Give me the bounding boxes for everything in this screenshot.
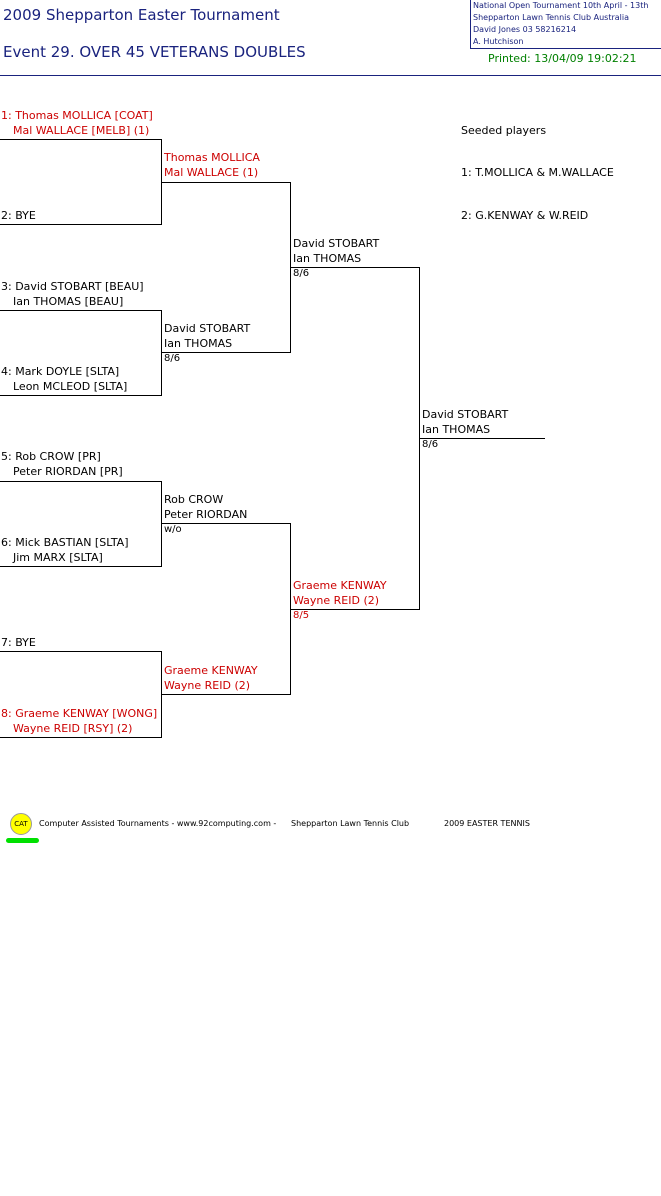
printed-timestamp: Printed: 13/04/09 19:02:21 <box>488 52 637 65</box>
bracket-line <box>0 566 161 567</box>
r2-entry-3-line2: Peter RIORDAN <box>164 508 248 521</box>
r1-entry-5-line2: Peter RIORDAN [PR] <box>13 465 123 478</box>
sf-score-1: 8/6 <box>293 268 310 279</box>
r2-entry-1-line2: Mal WALLACE (1) <box>164 166 259 179</box>
final-line2: Ian THOMAS <box>422 423 491 436</box>
r1-entry-6-line1: 6: Mick BASTIAN [SLTA] <box>1 536 129 549</box>
sf-entry-2-line1: Graeme KENWAY <box>293 579 387 592</box>
r1-entry-1-line2: Mal WALLACE [MELB] (1) <box>13 124 150 137</box>
r1-entry-8-line1: 8: Graeme KENWAY [WONG] <box>1 707 158 720</box>
bracket-line <box>0 224 161 225</box>
r1-entry-7-line1: 7: BYE <box>1 636 36 649</box>
r1-entry-1-line1: 1: Thomas MOLLICA [COAT] <box>1 109 153 122</box>
info-box: National Open Tournament 10th April - 13… <box>470 0 661 49</box>
event-title: Event 29. OVER 45 VETERANS DOUBLES <box>3 43 306 61</box>
bracket-line <box>0 481 161 482</box>
footer-club: Shepparton Lawn Tennis Club <box>291 819 410 828</box>
bracket-line <box>161 182 290 183</box>
r1-entry-4-line1: 4: Mark DOYLE [SLTA] <box>1 365 120 378</box>
header-divider <box>0 75 661 76</box>
sf-score-2: 8/5 <box>293 610 310 621</box>
bracket-line <box>161 352 290 353</box>
r1-entry-3-line2: Ian THOMAS [BEAU] <box>13 295 124 308</box>
bracket-line <box>0 651 161 652</box>
bracket-line <box>290 609 419 610</box>
footer-event: 2009 EASTER TENNIS <box>444 819 530 828</box>
footer-credit: Computer Assisted Tournaments - www.92co… <box>39 819 277 828</box>
bracket-line <box>0 139 161 140</box>
r2-entry-4-line1: Graeme KENWAY <box>164 664 258 677</box>
r1-entry-2-line1: 2: BYE <box>1 209 36 222</box>
seed-item: 2: G.KENWAY & W.REID <box>461 209 589 222</box>
r1-entry-4-line2: Leon MCLEOD [SLTA] <box>13 380 128 393</box>
info-line: David Jones 03 58216214 <box>473 25 577 34</box>
bracket-line <box>0 310 161 311</box>
r1-entry-3-line1: 3: David STOBART [BEAU] <box>1 280 144 293</box>
bracket-line <box>0 737 161 738</box>
sf-entry-2-line2: Wayne REID (2) <box>293 594 380 607</box>
cat-logo: CAT <box>10 813 32 835</box>
r2-entry-2-line1: David STOBART <box>164 322 251 335</box>
seeds-heading: Seeded players <box>461 124 547 137</box>
bracket-line <box>419 438 545 439</box>
bracket-line <box>161 310 162 396</box>
sf-entry-1-line1: David STOBART <box>293 237 380 250</box>
final-line1: David STOBART <box>422 408 509 421</box>
bracket-line <box>290 267 419 268</box>
r2-entry-4-line2: Wayne REID (2) <box>164 679 251 692</box>
info-line: Shepparton Lawn Tennis Club Australia <box>473 13 629 22</box>
r2-entry-3-line1: Rob CROW <box>164 493 224 506</box>
seed-item: 1: T.MOLLICA & M.WALLACE <box>461 166 614 179</box>
tournament-title: 2009 Shepparton Easter Tournament <box>3 6 280 24</box>
bracket-line <box>161 694 290 695</box>
cat-logo-text: CAT <box>14 820 28 828</box>
info-line: A. Hutchison <box>473 37 524 46</box>
r1-entry-5-line1: 5: Rob CROW [PR] <box>1 450 101 463</box>
r1-entry-6-line2: Jim MARX [SLTA] <box>13 551 103 564</box>
r2-entry-2-line2: Ian THOMAS <box>164 337 233 350</box>
r2-score-3: w/o <box>164 524 182 535</box>
r1-entry-8-line2: Wayne REID [RSY] (2) <box>13 722 133 735</box>
bracket-line <box>0 395 161 396</box>
sf-entry-1-line2: Ian THOMAS <box>293 252 362 265</box>
final-score: 8/6 <box>422 439 439 450</box>
info-line: National Open Tournament 10th April - 13… <box>473 1 649 10</box>
logo-underline <box>6 838 39 843</box>
bracket-line <box>161 481 162 567</box>
bracket-line <box>161 523 290 524</box>
r2-entry-1-line1: Thomas MOLLICA <box>164 151 260 164</box>
r2-score-2: 8/6 <box>164 353 181 364</box>
